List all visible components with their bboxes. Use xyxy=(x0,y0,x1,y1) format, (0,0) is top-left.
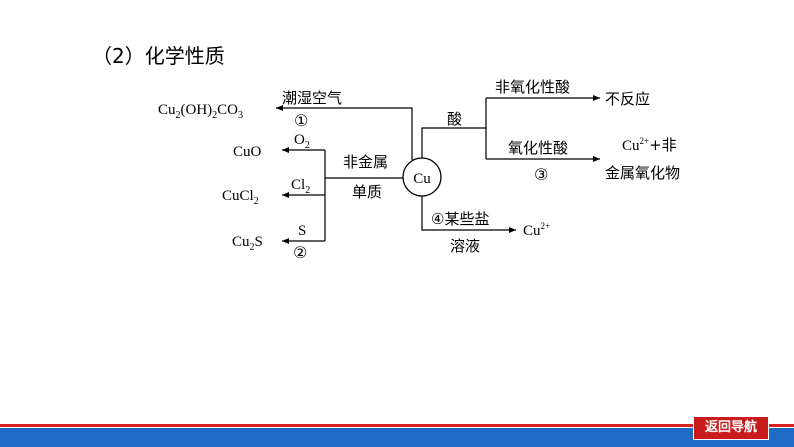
salt-solution-label: 溶液 xyxy=(450,237,480,255)
cl2-label: Cl2 xyxy=(291,177,310,196)
nonmetal-label-line2: 单质 xyxy=(352,183,382,201)
basic-copper-carbonate: Cu2(OH)2CO3 xyxy=(158,102,243,121)
cu-node: Cu xyxy=(402,157,442,197)
cu-node-label: Cu xyxy=(413,171,431,187)
oxidizing-acid-number: ③ xyxy=(534,165,548,184)
humid-air-branch: 潮湿空气 ① xyxy=(276,89,413,160)
footer-red-stripe xyxy=(0,424,794,427)
o2-label: O2 xyxy=(294,132,310,151)
footer-bar xyxy=(0,428,794,447)
humid-air-number: ① xyxy=(294,111,308,130)
salt-branch: ④某些盐 溶液 Cu2+ xyxy=(421,196,550,255)
acid-label: 酸 xyxy=(447,110,462,128)
copper-chloride: CuCl2 xyxy=(222,188,259,207)
nonmetal-label-line1: 非金属 xyxy=(343,153,388,171)
s-number: ② xyxy=(293,243,307,262)
no-reaction-label: 不反应 xyxy=(605,90,650,108)
cu2plus-product: Cu2++非 xyxy=(622,136,677,154)
acid-branch: 酸 非氧化性酸 不反应 氧化性酸 ③ Cu2++非 金属氧化物 xyxy=(421,78,680,184)
salt-product: Cu2+ xyxy=(523,221,550,239)
section-title: （2）化学性质 xyxy=(92,44,225,68)
oxidizing-acid-label: 氧化性酸 xyxy=(508,139,568,157)
humid-air-label: 潮湿空气 xyxy=(282,89,342,107)
s-label: S xyxy=(298,223,306,239)
nonmetal-branch: 非金属 单质 O2 Cl2 S ② xyxy=(282,132,403,262)
return-nav-button[interactable]: 返回导航 xyxy=(693,416,769,440)
copper-sulfide: Cu2S xyxy=(232,234,263,253)
nonoxidizing-acid-label: 非氧化性酸 xyxy=(495,78,570,96)
copper-oxide: CuO xyxy=(233,144,262,160)
nonmetal-oxide-label: 金属氧化物 xyxy=(605,164,680,182)
salt-label: ④某些盐 xyxy=(431,210,489,228)
